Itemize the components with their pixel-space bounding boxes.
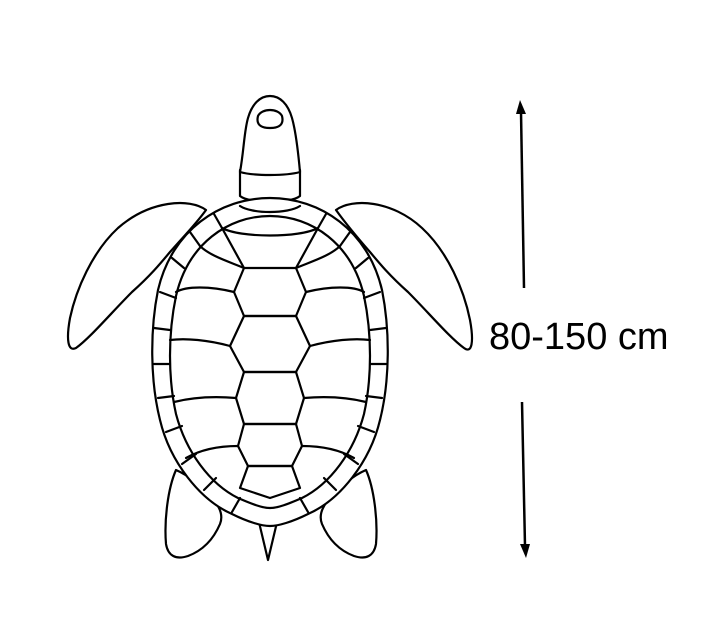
right-front-flipper (334, 201, 474, 351)
nuchal-scute (238, 204, 302, 214)
carapace-outline (151, 196, 389, 528)
arrow-down-icon (520, 401, 530, 558)
marginal-scutes-left (152, 212, 242, 514)
sea-turtle-illustration (66, 94, 474, 562)
left-front-flipper (66, 201, 208, 350)
head-scale (256, 108, 284, 130)
length-label: 80-150 cm (489, 316, 669, 358)
costal-scutes-right (294, 244, 372, 460)
marginal-scutes-right (298, 212, 388, 514)
head (238, 94, 302, 177)
costal-scutes-left (168, 244, 246, 460)
carapace-inner-edge (168, 214, 372, 510)
arrow-up-icon (516, 100, 526, 289)
